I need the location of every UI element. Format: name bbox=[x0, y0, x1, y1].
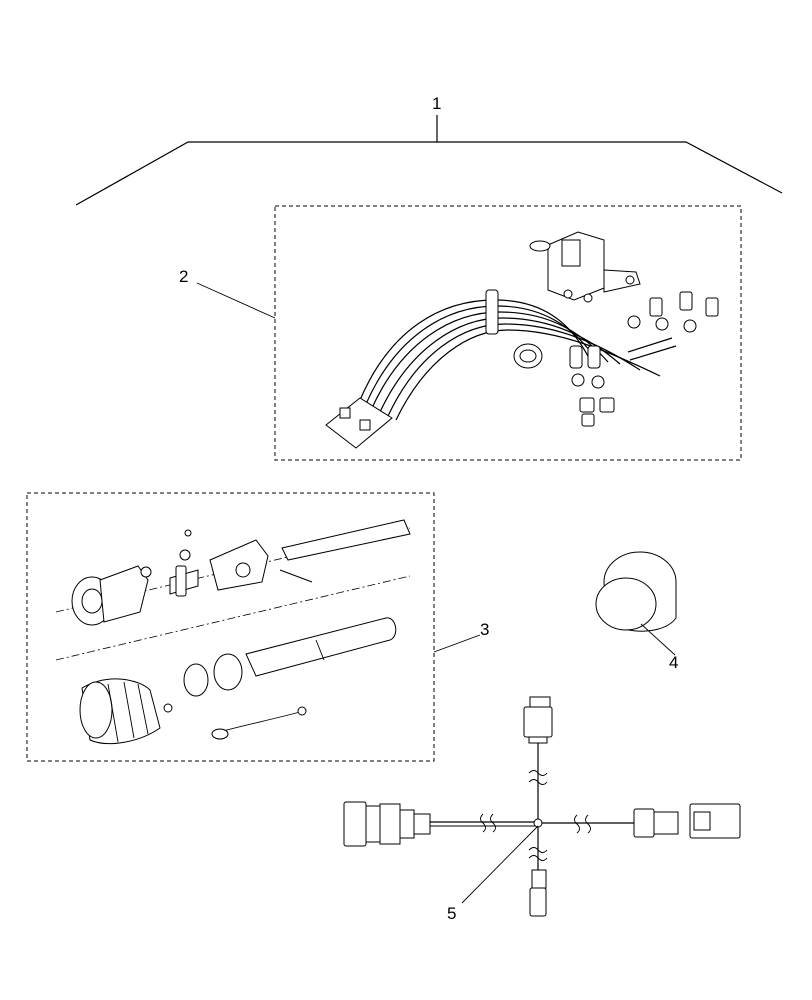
callout-5: 5 bbox=[343, 696, 741, 923]
callout-3-label: 3 bbox=[480, 620, 489, 639]
callout-4: 4 bbox=[595, 551, 678, 672]
callout-1-label: 1 bbox=[432, 94, 441, 113]
callout-1: 1 bbox=[75, 94, 783, 206]
hydraulic-hose-kit-illustration bbox=[325, 231, 719, 449]
cap-illustration bbox=[595, 551, 677, 632]
wiring-harness-illustration bbox=[343, 696, 741, 917]
callout-5-label: 5 bbox=[447, 904, 456, 923]
callout-2: 2 bbox=[179, 205, 742, 461]
callout-2-label: 2 bbox=[179, 267, 188, 286]
drive-shaft-box bbox=[26, 492, 435, 762]
drive-shaft-illustration bbox=[55, 519, 411, 745]
callout-3: 3 bbox=[26, 492, 489, 762]
callout-4-label: 4 bbox=[669, 653, 678, 672]
kit-bracket bbox=[75, 141, 783, 206]
hose-kit-box bbox=[274, 205, 742, 461]
